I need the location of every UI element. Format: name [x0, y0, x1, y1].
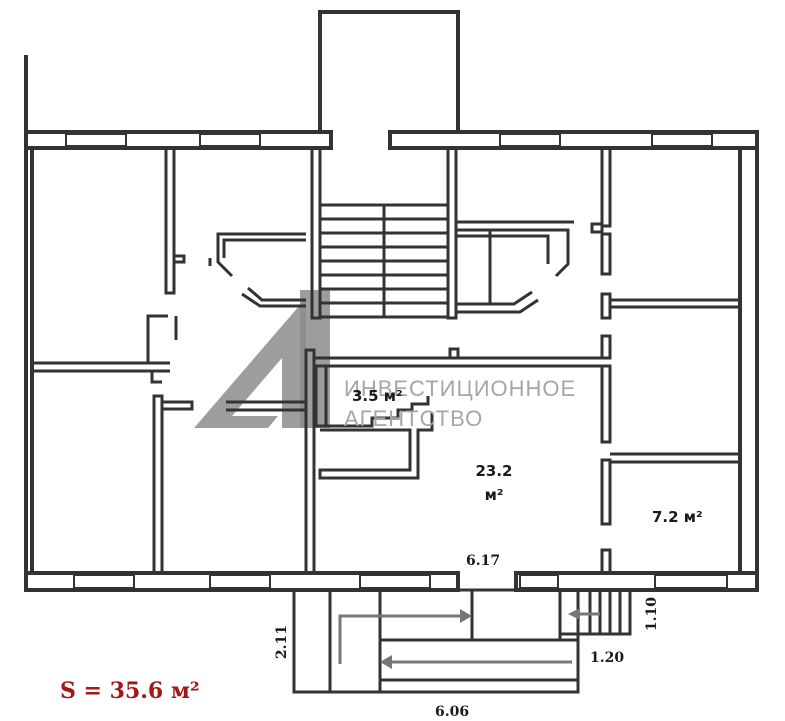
dimension-617: 6.17 [466, 553, 500, 569]
windows [65, 133, 728, 589]
dimension-211: 2.11 [274, 625, 290, 659]
direction-arrows [338, 608, 600, 669]
arrow-head-left [380, 655, 392, 669]
arrow-up-right [338, 614, 460, 664]
room-area-small: 3.5 м² [352, 387, 403, 405]
room-area-right: 7.2 м² [652, 508, 703, 526]
window-bottom-1 [73, 574, 135, 589]
window-top-4 [651, 133, 713, 147]
dimension-110: 1.10 [644, 597, 660, 631]
window-bottom-3 [359, 574, 431, 589]
room-area-main-value: 23.2 [475, 462, 512, 480]
interior-walls [32, 146, 740, 575]
outer-walls [24, 10, 759, 592]
window-bottom-5 [654, 574, 728, 589]
watermark-line-1: ИНВЕСТИЦИОННОЕ [344, 376, 576, 401]
window-top-2 [199, 133, 261, 147]
dimension-606: 6.06 [435, 704, 469, 720]
window-bottom-4 [519, 574, 559, 589]
arrow-head-right [460, 609, 472, 623]
watermark-line-2: АГЕНТСТВО [344, 406, 483, 431]
window-bottom-2 [209, 574, 271, 589]
window-top-3 [499, 133, 561, 147]
total-area: S = 35.6 м² [60, 678, 200, 704]
room-area-main-unit: м² [485, 486, 504, 504]
entrance-porch [292, 588, 632, 694]
dimension-120: 1.20 [590, 650, 624, 666]
watermark-logo-mark [194, 298, 306, 428]
arrow-head-left-small [568, 608, 580, 620]
watermark-logo [194, 290, 330, 428]
window-top-1 [65, 133, 127, 147]
